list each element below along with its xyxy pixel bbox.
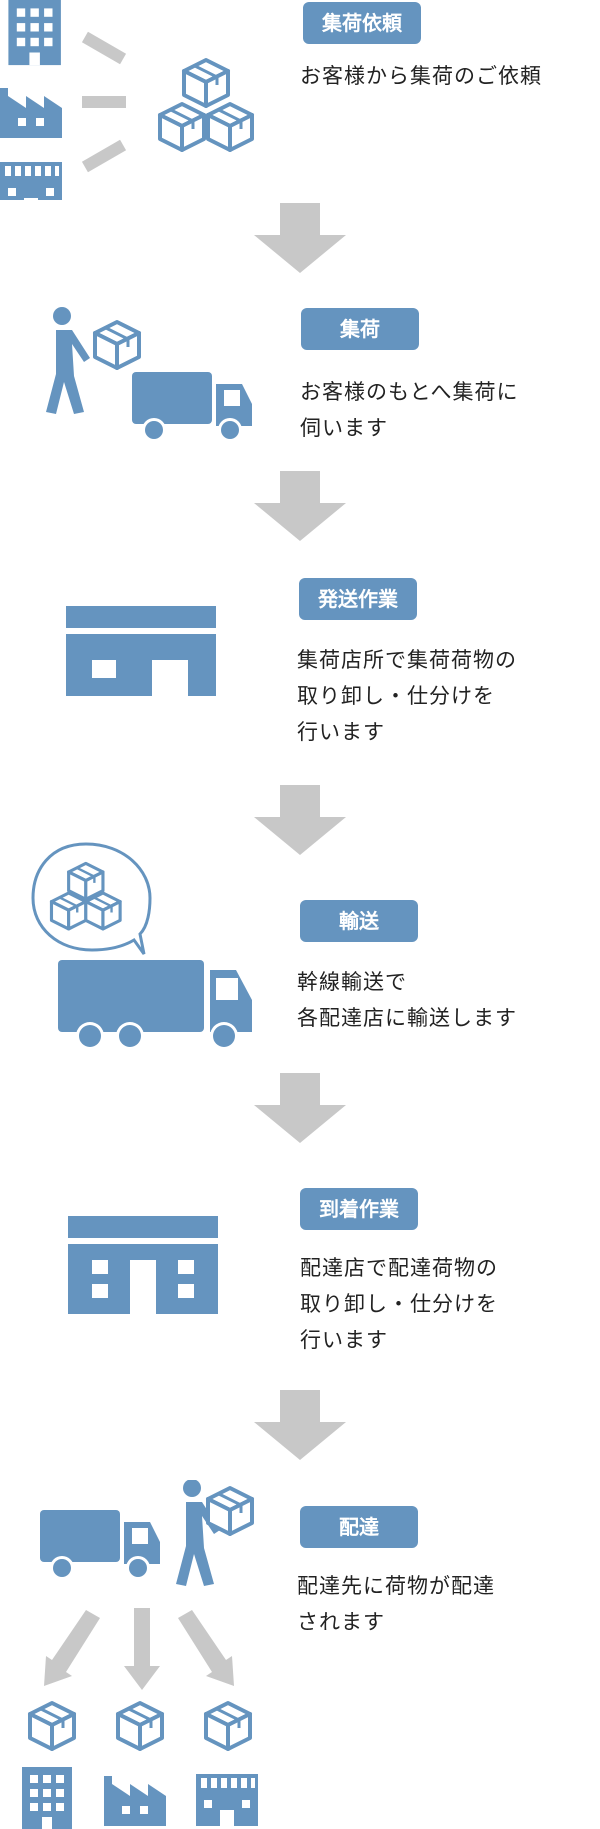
down-arrow-icon bbox=[254, 203, 346, 273]
step-delivery: 配達 配達先に荷物が配達 されます bbox=[0, 1480, 600, 1829]
down-arrow-icon bbox=[254, 1073, 346, 1143]
step-collection-request: 集荷依頼 お客様から集荷のご依頼 bbox=[0, 0, 600, 200]
down-arrow-icon bbox=[254, 471, 346, 541]
truck-person-delivery-destinations-icon bbox=[22, 1480, 258, 1829]
step-description: 集荷店所で集荷荷物の 取り卸し・仕分けを 行います bbox=[297, 648, 517, 744]
step-label: 到着作業 bbox=[300, 1188, 418, 1230]
step-label: 集荷依頼 bbox=[303, 2, 421, 44]
step-description: 配達店で配達荷物の 取り卸し・仕分けを 行います bbox=[300, 1256, 498, 1352]
step-dispatch-work: 発送作業 集荷店所で集荷荷物の 取り卸し・仕分けを 行います bbox=[0, 570, 600, 770]
step-label: 集荷 bbox=[301, 308, 419, 350]
boxes-speech-bubble-large-truck-icon bbox=[31, 842, 252, 1050]
step-label: 配達 bbox=[300, 1506, 418, 1548]
person-carrying-box-truck-icon bbox=[46, 307, 252, 442]
down-arrow-icon bbox=[254, 1390, 346, 1460]
step-label: 輸送 bbox=[300, 900, 418, 942]
step-description: お客様から集荷のご依頼 bbox=[300, 64, 542, 88]
step-collection: 集荷 お客様のもとへ集荷に 伺います bbox=[0, 300, 600, 470]
step-description: お客様のもとへ集荷に 伺います bbox=[300, 380, 519, 440]
step-transport: 輸送 幹線輸送で 各配達店に輸送します bbox=[0, 840, 600, 1060]
step-label: 発送作業 bbox=[299, 578, 417, 620]
depot-icon bbox=[68, 1216, 218, 1314]
step-description: 配達先に荷物が配達 されます bbox=[297, 1574, 495, 1634]
depot-icon bbox=[66, 606, 216, 696]
step-description: 幹線輸送で 各配達店に輸送します bbox=[297, 970, 517, 1030]
building-factory-warehouse-boxes-icon bbox=[0, 0, 254, 200]
step-arrival-work: 到着作業 配達店で配達荷物の 取り卸し・仕分けを 行います bbox=[0, 1180, 600, 1380]
